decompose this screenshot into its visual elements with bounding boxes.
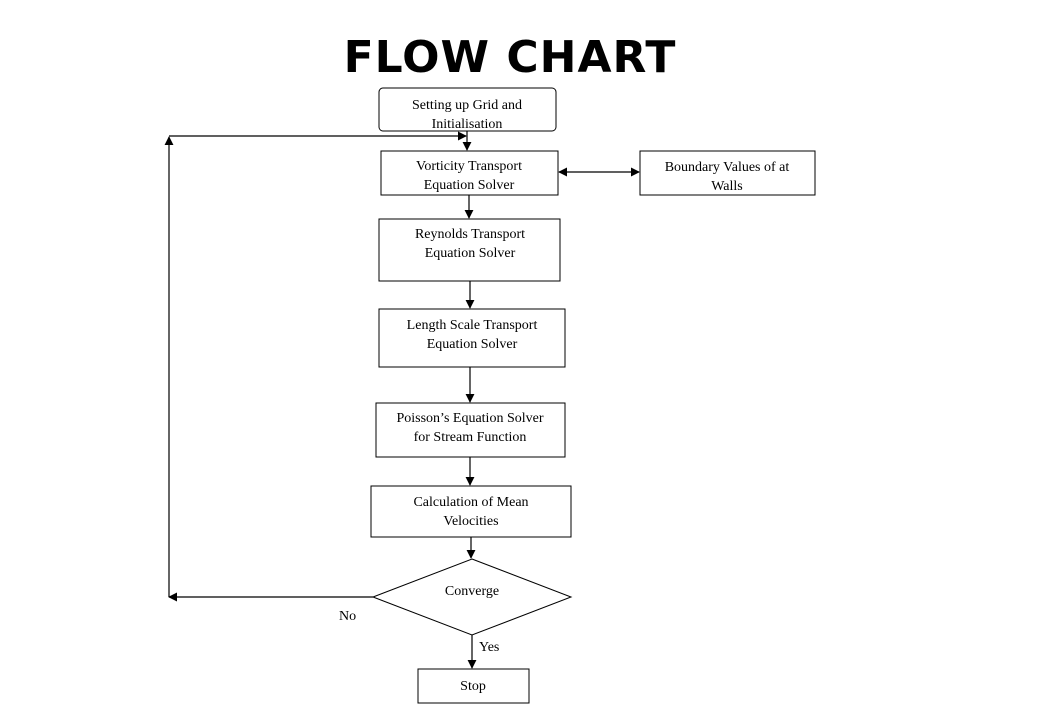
node-mean-velocities: Calculation of Mean Velocities [370, 485, 572, 538]
node-length-scale-label-1: Length Scale Transport [407, 318, 538, 333]
edge-label-yes: Yes [479, 640, 499, 655]
node-setup-label-1: Setting up Grid and [412, 98, 522, 113]
node-length-scale-label-2: Equation Solver [427, 337, 518, 352]
node-converge: Converge [371, 558, 573, 636]
node-reynolds: Reynolds Transport Equation Solver [378, 218, 561, 282]
node-length-scale-box [378, 308, 566, 368]
node-vorticity-label-2: Equation Solver [424, 178, 515, 193]
node-boundary-box [639, 150, 816, 196]
node-mean-velocities-label-1: Calculation of Mean [413, 495, 528, 510]
node-stop-label: Stop [460, 679, 486, 694]
node-stop-box [417, 668, 530, 704]
node-poisson: Poisson’s Equation Solver for Stream Fun… [375, 402, 566, 458]
node-boundary-label-2: Walls [711, 179, 743, 194]
node-converge-label: Converge [445, 584, 499, 599]
node-mean-velocities-box [370, 485, 572, 538]
node-stop: Stop [417, 668, 530, 704]
node-reynolds-label-1: Reynolds Transport [415, 227, 525, 242]
node-poisson-label-1: Poisson’s Equation Solver [396, 411, 543, 426]
node-length-scale: Length Scale Transport Equation Solver [378, 308, 566, 368]
node-reynolds-box [378, 218, 561, 282]
node-vorticity-label-1: Vorticity Transport [416, 159, 522, 174]
page-title: FLOW CHART [344, 32, 677, 83]
node-setup-label-2: Initialisation [432, 117, 503, 132]
node-boundary: Boundary Values of at Walls [639, 150, 816, 196]
node-vorticity-box [380, 150, 559, 196]
node-boundary-label-1: Boundary Values of at [665, 160, 790, 175]
node-mean-velocities-label-2: Velocities [443, 514, 498, 529]
edge-label-no: No [339, 609, 356, 624]
node-reynolds-label-2: Equation Solver [425, 246, 516, 261]
node-setup: Setting up Grid and Initialisation [378, 87, 557, 132]
node-vorticity: Vorticity Transport Equation Solver [380, 150, 559, 196]
node-poisson-label-2: for Stream Function [414, 430, 527, 445]
